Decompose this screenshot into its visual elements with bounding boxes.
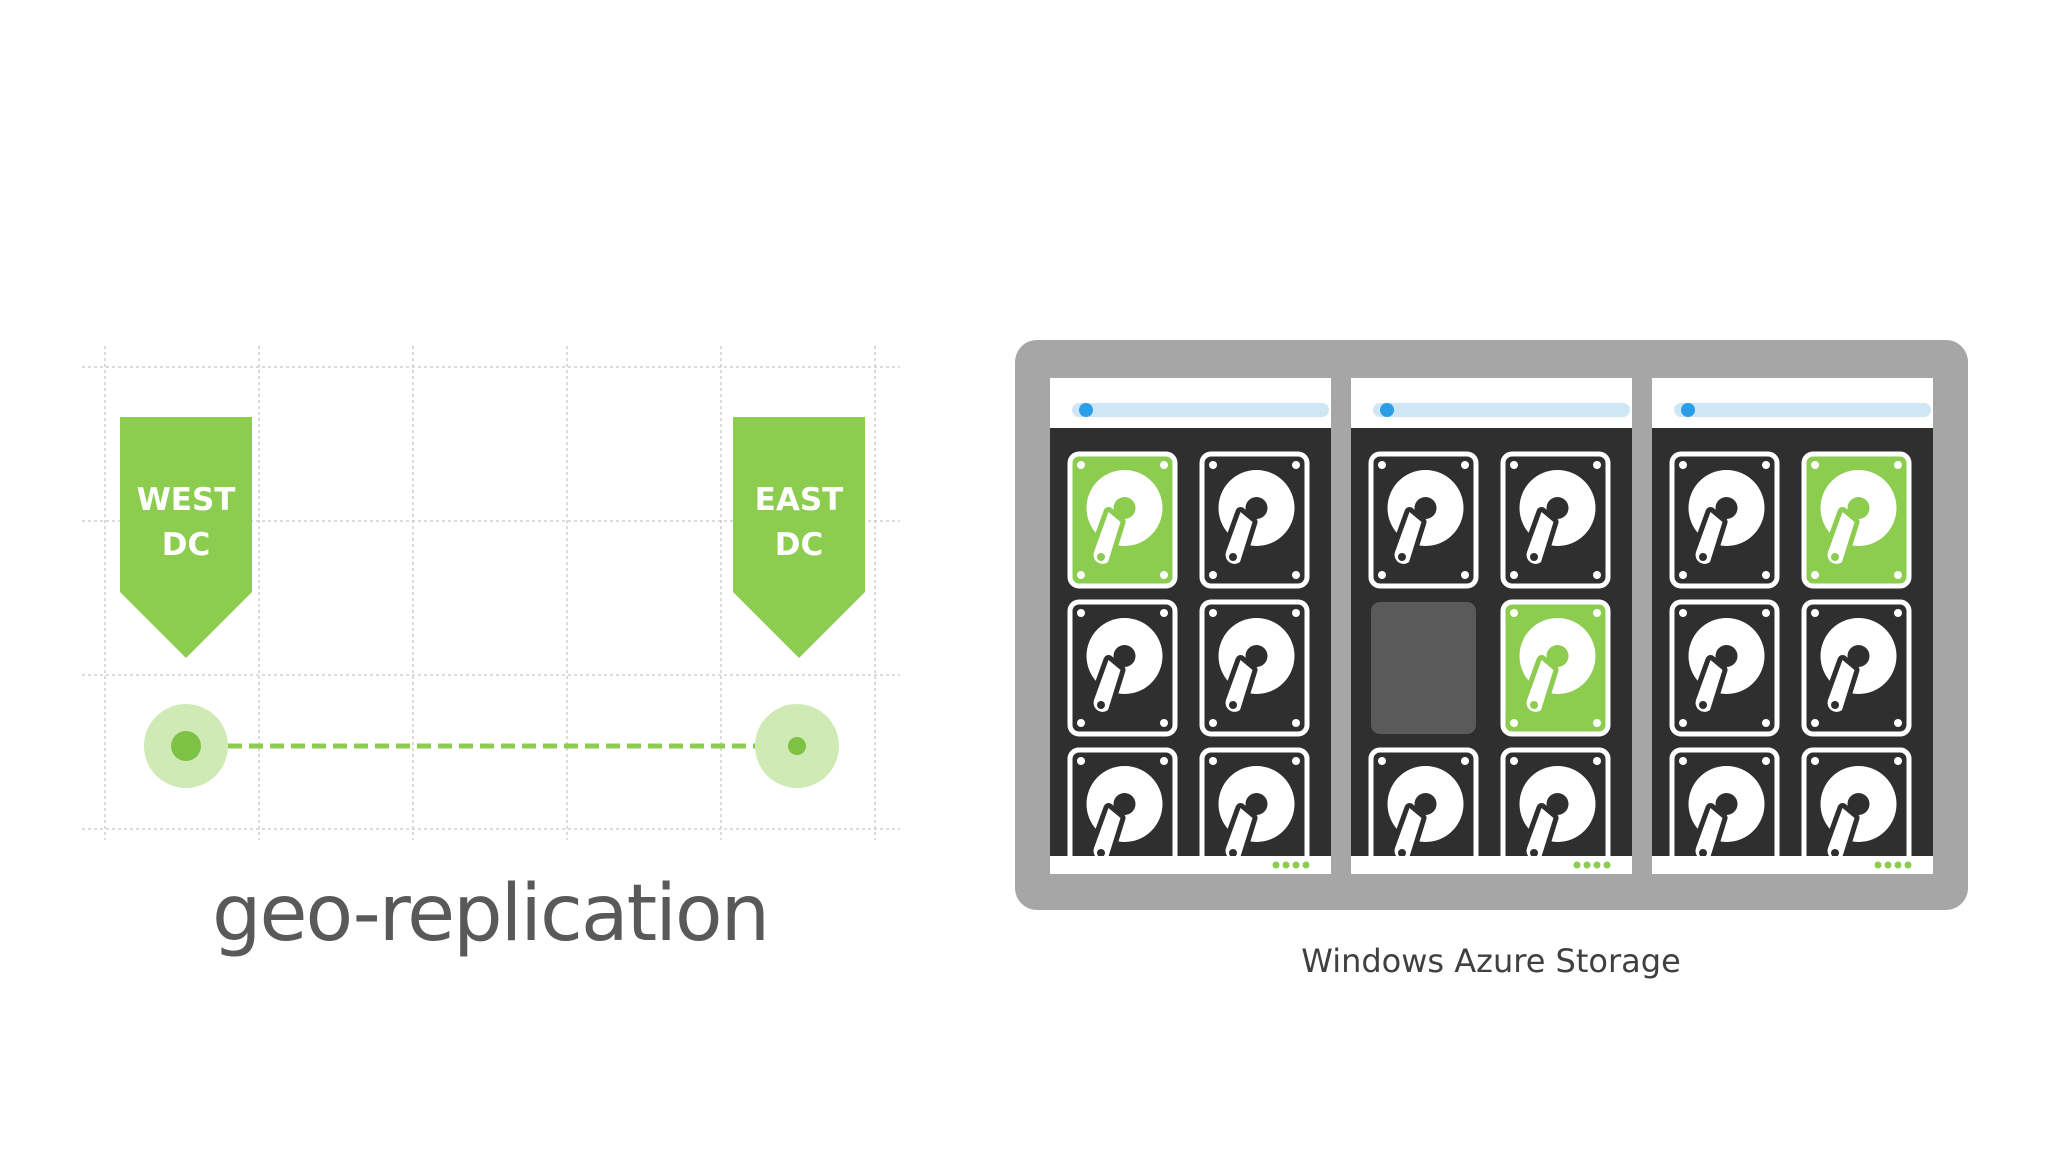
rack-activity-light (1282, 861, 1290, 869)
rack-activity-light (1302, 861, 1310, 869)
rack-status-light (1079, 403, 1093, 417)
hard-drive-icon (1199, 747, 1310, 856)
rack-header-bar (1674, 403, 1931, 417)
empty-drive-slot (1371, 602, 1476, 734)
hard-drive-icon-highlighted (1500, 599, 1611, 737)
hard-drive-icon-highlighted (1067, 451, 1178, 589)
hard-drive-icon (1368, 747, 1479, 856)
hard-drive-icon (1199, 599, 1310, 737)
hard-drive-icon (1067, 747, 1178, 856)
geo-replication-caption: geo-replication (212, 869, 768, 959)
rack-activity-light (1884, 861, 1892, 869)
hard-drive-icon (1500, 747, 1611, 856)
hard-drive-icon (1801, 599, 1912, 737)
hard-drive-icon (1801, 747, 1912, 856)
rack-header-bar (1373, 403, 1630, 417)
storage-diagram: Windows Azure Storage (1015, 340, 1968, 980)
rack-activity-light (1874, 861, 1882, 869)
hard-drive-icon (1199, 451, 1310, 589)
rack-activity-light (1593, 861, 1601, 869)
background-grid (82, 346, 900, 840)
rack-status-light (1681, 403, 1695, 417)
hard-drive-icon (1669, 599, 1780, 737)
hard-drive-icon-highlighted (1801, 451, 1912, 589)
rack-activity-light (1272, 861, 1280, 869)
hard-drive-icon (1368, 451, 1479, 589)
west-dc-pennant (120, 417, 252, 658)
storage-rack (1652, 378, 1933, 874)
rack-activity-light (1894, 861, 1902, 869)
storage-rack (1351, 378, 1632, 874)
west-dc-marker: WEST DC (120, 417, 252, 658)
rack-activity-light (1603, 861, 1611, 869)
east-dc-pennant (733, 417, 865, 658)
storage-rack (1050, 378, 1331, 874)
hard-drive-icon (1669, 747, 1780, 856)
storage-racks (1050, 378, 1933, 874)
geo-replication-diagram: WEST DC EAST DC geo-replication (82, 346, 900, 959)
east-dc-label-line2: DC (775, 527, 823, 563)
west-dc-node (144, 704, 228, 788)
rack-status-light (1380, 403, 1394, 417)
rack-header-bar (1072, 403, 1329, 417)
rack-activity-light (1583, 861, 1591, 869)
storage-caption: Windows Azure Storage (1301, 942, 1681, 980)
hard-drive-icon (1067, 599, 1178, 737)
hard-drive-icon (1669, 451, 1780, 589)
east-dc-marker: EAST DC (733, 417, 865, 658)
rack-activity-light (1573, 861, 1581, 869)
east-dc-label-line1: EAST (755, 482, 844, 518)
west-dc-label-line2: DC (162, 527, 210, 563)
rack-activity-light (1904, 861, 1912, 869)
west-dc-label-line1: WEST (137, 482, 236, 518)
rack-activity-light (1292, 861, 1300, 869)
east-dc-node (755, 704, 839, 788)
hard-drive-icon (1500, 451, 1611, 589)
